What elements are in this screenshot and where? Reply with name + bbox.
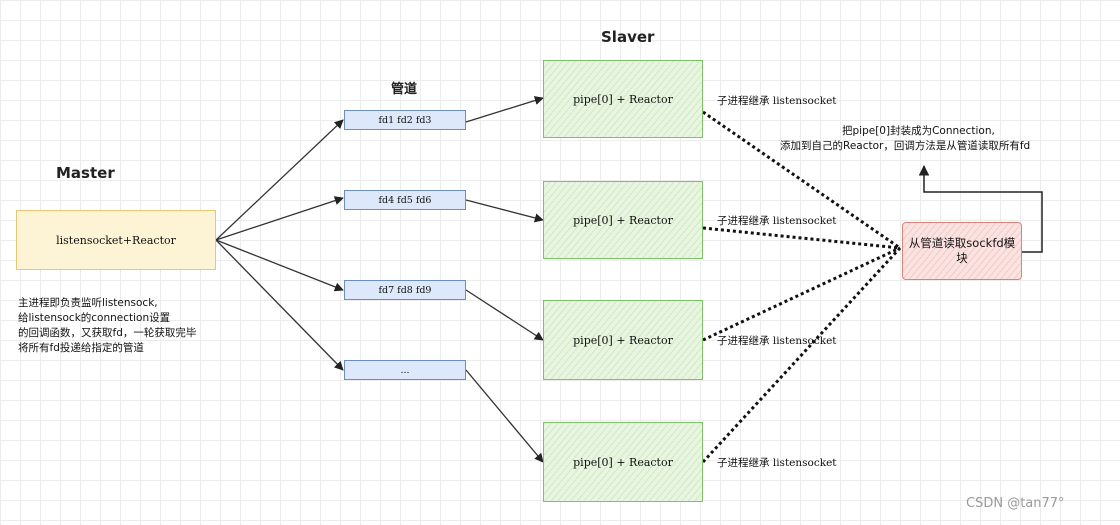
pipe-box-4: ... xyxy=(344,360,466,380)
pipe-to-slaver-arrows xyxy=(465,96,544,463)
module-loop-arrow xyxy=(918,164,1043,253)
dotted-line-3 xyxy=(702,246,901,342)
sockfd-module-label: 从管道读取sockfd模块 xyxy=(908,236,1016,265)
pipe-box-3: fd7 fd8 fd9 xyxy=(344,280,466,300)
slaver-title: Slaver xyxy=(601,28,655,46)
inherit-label-1: 子进程继承 listensocket xyxy=(717,95,837,107)
arrow-pipe-slaver-3 xyxy=(465,289,544,341)
pipe-box-2: fd4 fd5 fd6 xyxy=(344,190,466,210)
master-note: 主进程即负责监听listensock, 给listensock的connecti… xyxy=(18,296,248,356)
slaver-box-label: pipe[0] + Reactor xyxy=(573,455,673,469)
slaver-box-2: pipe[0] + Reactor xyxy=(543,181,703,259)
pipe-box-label: fd4 fd5 fd6 xyxy=(378,194,432,206)
slaver-box-label: pipe[0] + Reactor xyxy=(573,213,673,227)
pipe-box-label: fd7 fd8 fd9 xyxy=(378,284,432,296)
arrow-master-pipe-3 xyxy=(215,239,344,292)
dotted-line-4 xyxy=(701,246,902,464)
inherit-label-2: 子进程继承 listensocket xyxy=(717,215,837,227)
master-box-label: listensocket+Reactor xyxy=(56,233,176,247)
master-note-line: 给listensock的connection设置 xyxy=(18,312,171,324)
module-note: 把pipe[0]封装成为Connection, 添加到自己的Reactor，回调… xyxy=(780,124,1100,154)
slaver-box-label: pipe[0] + Reactor xyxy=(573,92,673,106)
slaver-box-label: pipe[0] + Reactor xyxy=(573,333,673,347)
slaver-box-4: pipe[0] + Reactor xyxy=(543,422,703,502)
pipe-box-label: fd1 fd2 fd3 xyxy=(378,114,432,126)
dotted-line-2 xyxy=(702,226,901,250)
inherit-label-3: 子进程继承 listensocket xyxy=(717,335,837,347)
arrow-master-pipe-1 xyxy=(215,119,344,241)
arrow-master-pipe-4 xyxy=(215,239,344,371)
slaver-to-module-dotted-lines xyxy=(701,110,902,464)
master-to-pipe-arrows xyxy=(215,119,344,371)
master-note-line: 主进程即负责监听listensock, xyxy=(18,297,158,309)
module-note-line: 把pipe[0]封装成为Connection, xyxy=(842,125,995,137)
pipe-box-1: fd1 fd2 fd3 xyxy=(344,110,466,130)
master-title: Master xyxy=(56,164,115,182)
slaver-box-1: pipe[0] + Reactor xyxy=(543,60,703,138)
pipe-box-label: ... xyxy=(400,364,410,376)
arrow-master-pipe-2 xyxy=(215,196,344,241)
master-box: listensocket+Reactor xyxy=(16,210,216,270)
master-note-line: 将所有fd投递给指定的管道 xyxy=(18,342,144,354)
slaver-box-3: pipe[0] + Reactor xyxy=(543,300,703,380)
dotted-line-1 xyxy=(702,110,901,250)
module-note-line: 添加到自己的Reactor，回调方法是从管道读取所有fd xyxy=(780,140,1031,152)
sockfd-module-box: 从管道读取sockfd模块 xyxy=(902,222,1022,280)
watermark: CSDN @tan77° xyxy=(966,496,1065,511)
arrow-pipe-slaver-1 xyxy=(465,96,544,123)
arrow-pipe-slaver-2 xyxy=(465,199,544,223)
inherit-label-4: 子进程继承 listensocket xyxy=(717,457,837,469)
arrow-pipe-slaver-4 xyxy=(465,369,544,463)
master-note-line: 的回调函数，又获取fd，一轮获取完毕 xyxy=(18,327,197,339)
pipes-title: 管道 xyxy=(391,82,418,97)
